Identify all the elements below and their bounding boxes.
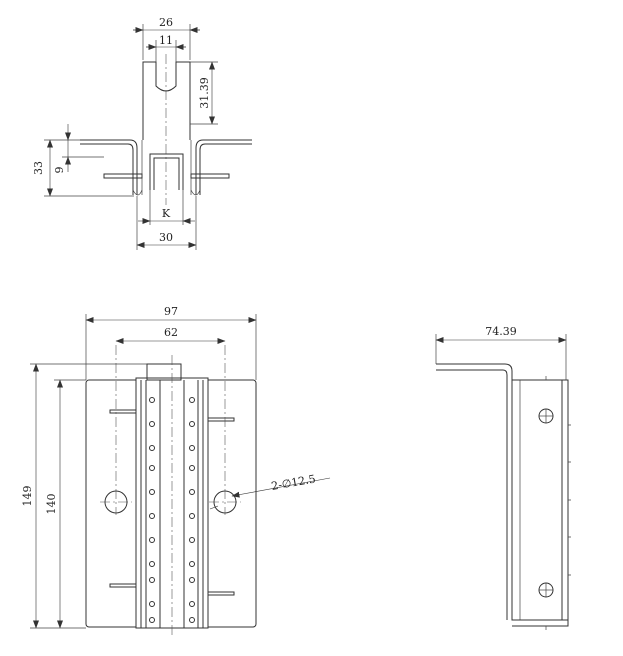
- dim-front-width-holes: 62: [164, 326, 178, 339]
- rivet-column-left: [149, 397, 155, 623]
- dim-label-k: K: [162, 207, 171, 220]
- dim-hole-spec: 2-∅12.5: [270, 472, 316, 493]
- front-tab-top-left: [109, 409, 137, 414]
- front-tab-bottom-left: [109, 583, 137, 588]
- side-flange: [436, 363, 513, 620]
- dim-height-total: 33: [32, 161, 45, 175]
- bolt-bottom: [538, 582, 554, 598]
- hole-leader: [231, 477, 331, 498]
- dim-side-width: 74.39: [485, 325, 517, 338]
- dim-front-width-outer: 97: [164, 305, 178, 318]
- rivet-column-right: [189, 397, 195, 623]
- left-tab: [103, 173, 143, 179]
- front-tab-bottom-right: [207, 591, 235, 596]
- side-view: 74.39: [435, 325, 571, 630]
- right-flange: [195, 139, 252, 195]
- top-lug: [146, 363, 182, 381]
- right-tab: [190, 173, 230, 179]
- side-body: [511, 379, 563, 621]
- front-view: 97 62 149 140 2-∅12.5: [21, 305, 331, 638]
- dim-height-small: 9: [53, 167, 66, 174]
- dim-top-slot-height: 31.39: [198, 77, 211, 109]
- dim-top-width-outer: 26: [159, 16, 173, 29]
- dim-front-height-inner: 140: [45, 494, 58, 515]
- left-flange: [80, 139, 138, 195]
- dim-front-height-outer: 149: [21, 486, 34, 507]
- inner-channel: [149, 153, 184, 190]
- dim-bottom-width: 30: [159, 231, 173, 244]
- dim-top-width-slot: 11: [159, 34, 173, 47]
- bolt-top: [538, 408, 554, 424]
- u-fork: [142, 61, 191, 140]
- front-tab-top-right: [207, 417, 235, 422]
- top-view: 26 11 31.39 33 9 K 30: [32, 16, 252, 250]
